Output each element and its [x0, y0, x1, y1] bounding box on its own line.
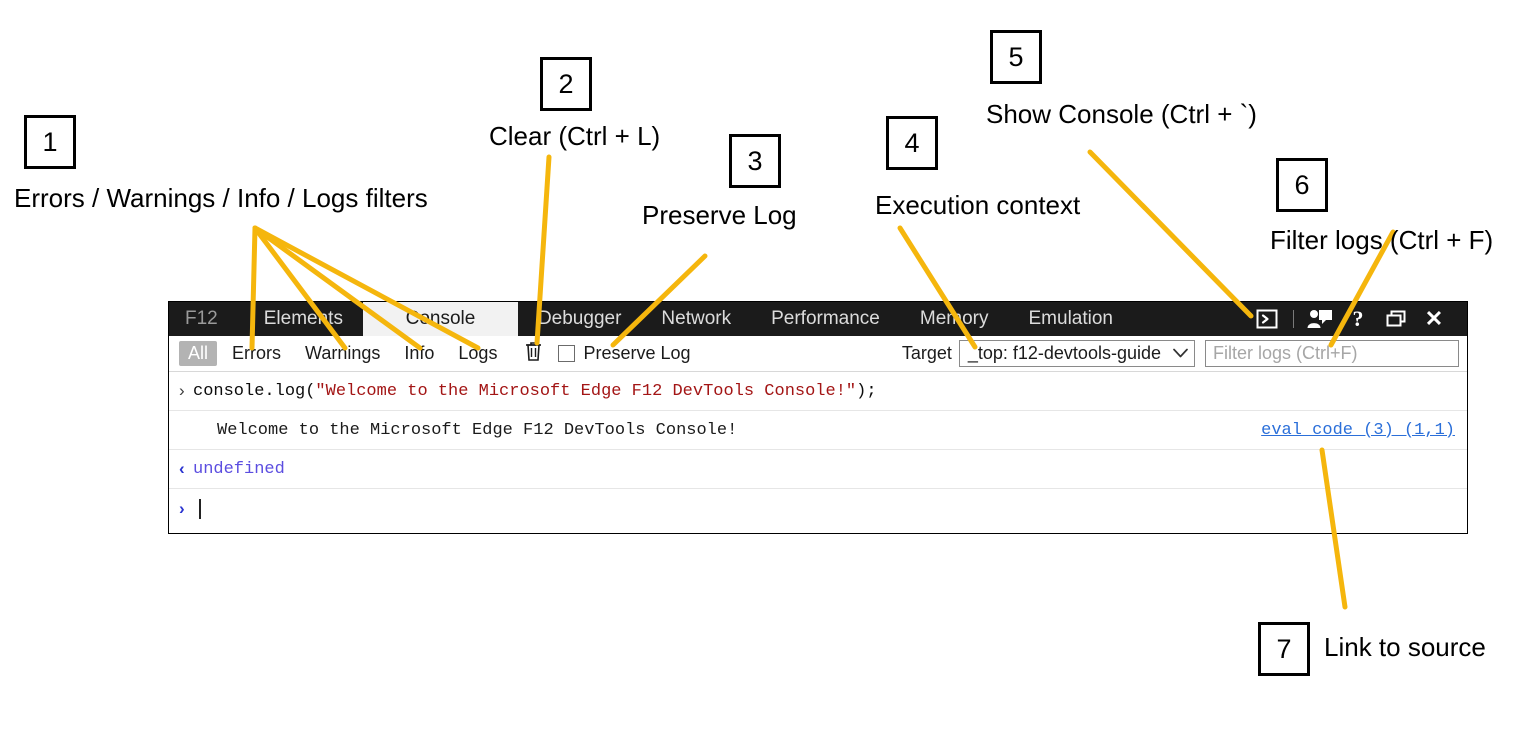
preserve-log-control[interactable]: Preserve Log: [558, 343, 691, 364]
callout-box-4: 4: [886, 116, 938, 170]
callout-label-1: Errors / Warnings / Info / Logs filters: [14, 183, 428, 213]
tab-memory[interactable]: Memory: [919, 308, 989, 329]
devtools-tabstrip: F12 Elements Console Debugger Network Pe…: [169, 302, 1467, 336]
console-output-area: › console.log("Welcome to the Microsoft …: [169, 372, 1467, 528]
tab-elements[interactable]: Elements: [263, 308, 343, 329]
filter-button-info[interactable]: Info: [404, 343, 435, 363]
tabstrip-spacer: [1133, 302, 1248, 336]
row-gutter-icon: ›: [179, 381, 185, 400]
callout-label-3: Preserve Log: [642, 200, 797, 230]
console-row-result[interactable]: ‹ undefined: [169, 450, 1467, 489]
tab-network[interactable]: Network: [661, 308, 732, 329]
preserve-log-checkbox[interactable]: [558, 345, 576, 362]
execution-context-select[interactable]: _top: f12-devtools-guide: [958, 340, 1195, 367]
callout-box-3: 3: [729, 134, 781, 188]
callout-label-6: Filter logs (Ctrl + F): [1270, 225, 1494, 255]
console-result-value: undefined: [193, 459, 285, 479]
console-code-prefix: console.log(: [193, 381, 316, 401]
filter-button-all[interactable]: All: [179, 341, 218, 366]
source-link[interactable]: eval code (3) (1,1): [1261, 420, 1455, 440]
callout-label-7: Link to source: [1324, 632, 1486, 662]
undock-icon[interactable]: [1377, 302, 1415, 336]
prompt-chevron-icon: ›: [179, 498, 185, 518]
execution-context-value: _top: f12-devtools-guide: [967, 343, 1161, 363]
row-gutter-result-icon: ‹: [179, 459, 185, 478]
console-row-input[interactable]: › console.log("Welcome to the Microsoft …: [169, 372, 1467, 411]
tab-performance[interactable]: Performance: [771, 308, 880, 329]
filter-logs-input[interactable]: Filter logs (Ctrl+F): [1205, 340, 1459, 367]
titlebar-icon-group: ? ✕: [1248, 302, 1467, 336]
callout-label-4: Execution context: [875, 190, 1081, 220]
tab-console[interactable]: Console: [362, 302, 518, 336]
console-row-output[interactable]: Welcome to the Microsoft Edge F12 DevToo…: [169, 411, 1467, 450]
feedback-icon[interactable]: [1301, 302, 1339, 336]
console-toolbar: All Errors Warnings Info Logs Preserve L…: [169, 336, 1467, 372]
close-icon[interactable]: ✕: [1424, 306, 1444, 331]
callout-box-7: 7: [1258, 622, 1310, 676]
clear-console-button[interactable]: [518, 341, 548, 367]
callout-box-5: 5: [990, 30, 1042, 84]
leader-line-showconsole: [1087, 149, 1254, 319]
titlebar-separator: [1293, 310, 1294, 328]
devtools-window: F12 Elements Console Debugger Network Pe…: [168, 301, 1468, 534]
callout-box-6: 6: [1276, 158, 1328, 212]
filter-button-warnings[interactable]: Warnings: [305, 343, 381, 363]
tab-f12: F12: [185, 308, 218, 329]
trash-icon: [524, 340, 543, 367]
callout-box-1: 1: [24, 115, 76, 169]
show-console-icon[interactable]: [1248, 302, 1286, 336]
help-icon[interactable]: ?: [1352, 306, 1364, 331]
tab-debugger[interactable]: Debugger: [537, 308, 622, 329]
console-code-suffix: );: [856, 381, 877, 401]
tab-emulation[interactable]: Emulation: [1028, 308, 1114, 329]
filter-button-errors[interactable]: Errors: [232, 343, 282, 363]
console-prompt-row[interactable]: ›: [169, 489, 1467, 528]
console-output-text: Welcome to the Microsoft Edge F12 DevToo…: [217, 420, 738, 440]
filter-button-logs[interactable]: Logs: [458, 343, 498, 363]
text-cursor: [199, 498, 201, 519]
callout-label-2: Clear (Ctrl + L): [489, 121, 661, 151]
console-code-string: "Welcome to the Microsoft Edge F12 DevTo…: [315, 381, 857, 401]
preserve-log-label: Preserve Log: [583, 343, 691, 363]
callout-box-2: 2: [540, 57, 592, 111]
target-label: Target: [901, 343, 952, 363]
chevron-down-icon: [1173, 345, 1188, 362]
callout-label-5: Show Console (Ctrl + `): [986, 99, 1257, 129]
